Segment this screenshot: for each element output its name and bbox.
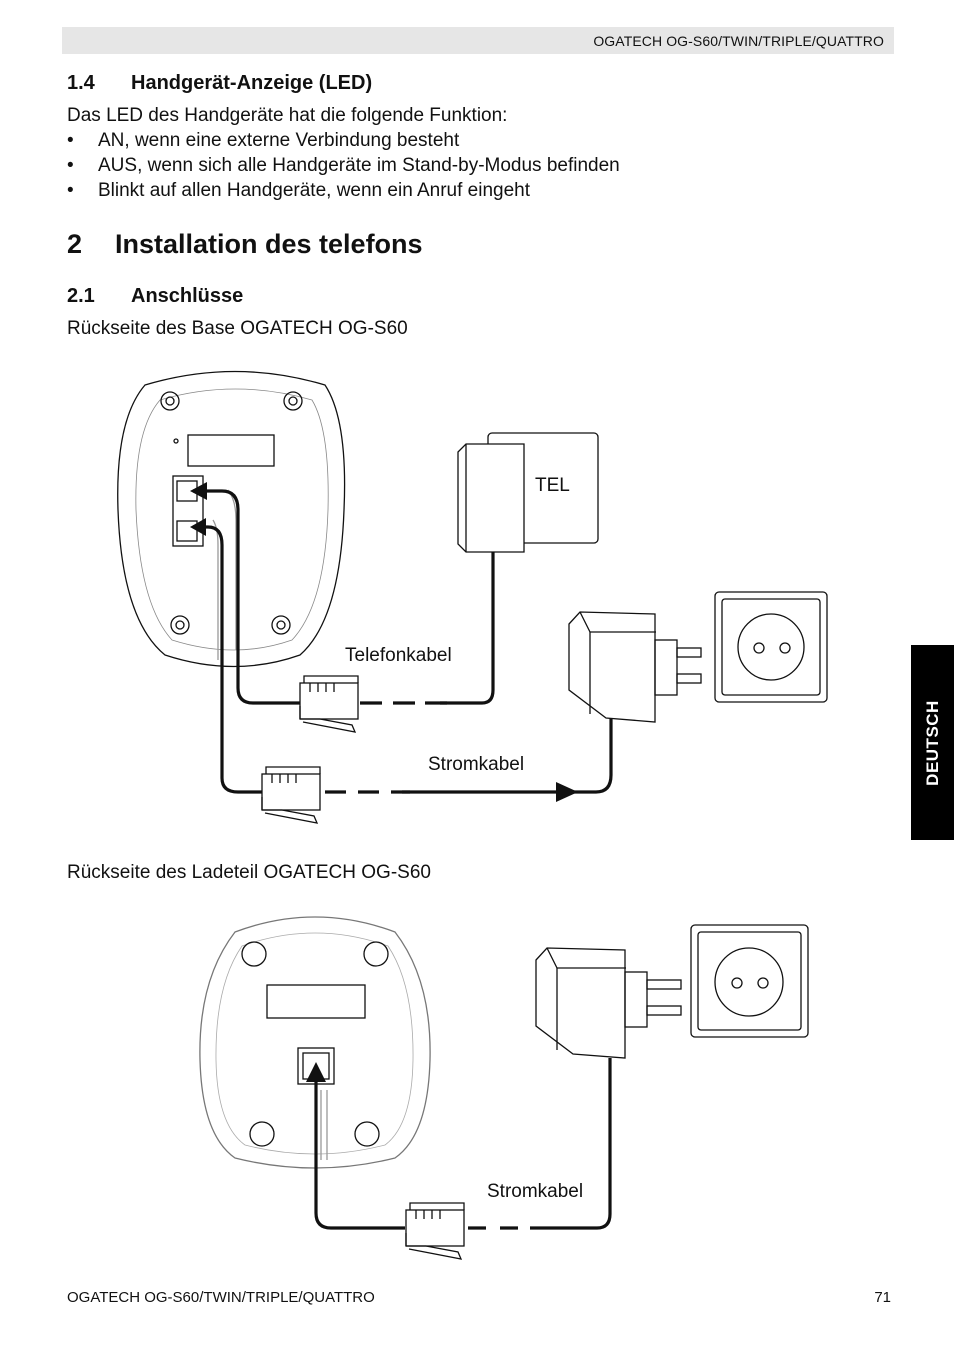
section-1-4-title: Handgerät-Anzeige (LED)	[131, 72, 373, 94]
charger-figure-caption: Rückseite des Ladeteil OGATECH OG-S60	[67, 862, 431, 883]
power-adapter-icon	[568, 611, 702, 723]
foot-icon	[363, 941, 389, 967]
foot-icon	[160, 391, 180, 411]
page-number: 71	[874, 1289, 891, 1306]
section-1-4-number: 1.4	[67, 72, 95, 94]
charger-connection-diagram: Stromkabel	[199, 916, 809, 1260]
section-1-4-intro: Das LED des Handgeräte hat die folgende …	[67, 105, 508, 126]
power-cable	[193, 525, 262, 794]
power-plug-connector-icon	[261, 766, 321, 824]
label-area	[266, 984, 366, 1019]
section-2-1-heading: 2.1 Anschlüsse	[67, 285, 243, 308]
power-cable-label: Stromkabel	[428, 754, 524, 775]
foot-icon	[241, 941, 267, 967]
side-tab-label: DEUTSCH	[922, 699, 942, 786]
header-title: OGATECH OG-S60/TWIN/TRIPLE/QUATTRO	[593, 33, 884, 49]
power-wall-socket-icon	[714, 591, 828, 703]
section-2-title: Installation des telefons	[115, 229, 423, 259]
base-connection-diagram: TEL Telefonkabel Stromkabel	[117, 370, 828, 824]
led-function-list: AN, wenn eine externe Verbindung besteht…	[67, 130, 620, 205]
power-cable-arrow	[306, 1062, 326, 1082]
base-station-body	[117, 370, 346, 668]
section-2-1-title: Anschlüsse	[131, 285, 244, 307]
section-1-4-heading: 1.4 Handgerät-Anzeige (LED)	[67, 72, 372, 95]
charger-power-cable-label: Stromkabel	[487, 1181, 583, 1202]
base-figure-caption: Rückseite des Base OGATECH OG-S60	[67, 318, 408, 339]
power-cable-arrow	[556, 782, 578, 802]
charger-body	[199, 916, 431, 1169]
list-item: AN, wenn eine externe Verbindung besteht	[67, 130, 620, 155]
footer-title: OGATECH OG-S60/TWIN/TRIPLE/QUATTRO	[67, 1289, 375, 1306]
foot-icon	[354, 1121, 380, 1147]
foot-icon	[283, 391, 303, 411]
foot-icon	[249, 1121, 275, 1147]
foot-icon	[170, 615, 190, 635]
phone-cable	[193, 489, 300, 705]
page-header: OGATECH OG-S60/TWIN/TRIPLE/QUATTRO	[62, 27, 894, 54]
phone-cable-label: Telefonkabel	[345, 645, 452, 666]
rj11-plug-icon	[299, 675, 359, 733]
list-item: Blinkt auf allen Handgeräte, wenn ein An…	[67, 180, 620, 205]
section-2-heading: 2 Installation des telefons	[67, 229, 423, 260]
phone-cable-arrow	[190, 482, 207, 500]
label-area	[187, 434, 275, 467]
power-cable	[314, 1066, 405, 1230]
tel-label: TEL	[535, 475, 570, 496]
section-2-number: 2	[67, 229, 83, 259]
language-side-tab: DEUTSCH	[911, 645, 954, 840]
foot-icon	[271, 615, 291, 635]
section-2-1-number: 2.1	[67, 285, 95, 307]
list-item: AUS, wenn sich alle Handgeräte im Stand-…	[67, 155, 620, 180]
power-wall-socket-icon	[690, 924, 809, 1038]
telephone-wall-socket-icon	[457, 432, 599, 553]
power-adapter-icon	[535, 947, 682, 1059]
power-plug-connector-icon	[405, 1202, 465, 1260]
